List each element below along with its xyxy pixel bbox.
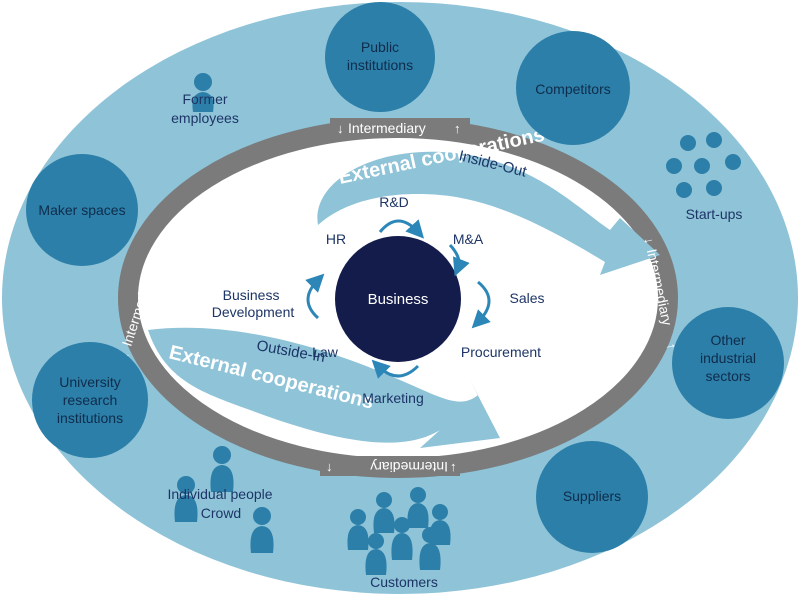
stakeholder-label: Suppliers (563, 488, 621, 504)
function-procurement: Procurement (461, 344, 541, 360)
former-employees-label: Former (182, 91, 227, 107)
function-rnd: R&D (379, 194, 409, 210)
person-icon (347, 509, 369, 550)
intermediary-bottom: ↓ Intermediary ↑ (320, 456, 460, 476)
person-icon (210, 446, 234, 492)
stakeholder-label: University (59, 374, 120, 390)
function-business-development-line2: Development (212, 304, 295, 320)
stakeholder-suppliers: Suppliers (536, 441, 648, 553)
business-label: Business (368, 291, 429, 308)
up-arrow-icon: ↑ (454, 121, 461, 136)
intermediary-top: ↓ Intermediary ↑ (330, 118, 470, 138)
stakeholder-university-research: University research institutions (32, 342, 148, 458)
start-ups-label: Start-ups (686, 206, 743, 222)
up-arrow-icon: ↑ (664, 342, 680, 351)
cycle-arrows (305, 219, 491, 379)
down-arrow-icon: ↓ (641, 236, 657, 245)
stakeholder-label: industrial (700, 350, 756, 366)
cycle-arrow-icon (371, 359, 420, 379)
stakeholder-label: institutions (347, 57, 413, 73)
cycle-arrow-icon (471, 280, 491, 329)
function-hr: HR (326, 231, 346, 247)
stakeholder-label: Other (710, 332, 745, 348)
function-business-development-line1: Business (223, 287, 280, 303)
function-mna: M&A (453, 231, 484, 247)
function-business-development: Business Development (212, 287, 295, 320)
stakeholder-label: institutions (57, 410, 123, 426)
up-arrow-icon: ↑ (450, 459, 457, 474)
startup-cluster-icon (666, 132, 741, 198)
function-law: Law (312, 344, 339, 360)
business-core (335, 236, 461, 362)
stakeholder-label: Public (361, 39, 399, 55)
person-icon (419, 527, 441, 570)
inside-out-arrow (317, 151, 660, 275)
person-icon (192, 73, 214, 112)
function-marketing: Marketing (362, 390, 423, 406)
stakeholder-label: Competitors (535, 81, 610, 97)
person-icon (250, 507, 274, 553)
person-icon (391, 517, 413, 560)
cycle-arrow-icon (378, 219, 425, 239)
former-employees-label: employees (171, 110, 239, 126)
person-icon (373, 492, 395, 533)
customers-label: Customers (370, 574, 438, 590)
outside-in-arrow (148, 327, 500, 448)
up-arrow-icon: ↑ (149, 246, 165, 257)
stakeholder-maker-spaces: Maker spaces (26, 154, 138, 266)
cycle-arrow-icon (305, 273, 325, 320)
person-icon (365, 533, 387, 575)
intermediary-label-top: Intermediary (348, 120, 426, 136)
individual-people-group (174, 446, 274, 553)
crowd-label: Crowd (201, 505, 241, 521)
stakeholder-public-institutions: Public institutions (325, 2, 435, 112)
stakeholder-label: research (63, 392, 117, 408)
stakeholder-other-industrial-sectors: Other industrial sectors (672, 307, 784, 419)
stakeholder-competitors: Competitors (516, 31, 630, 145)
down-arrow-icon: ↓ (337, 121, 344, 136)
cycle-arrow-icon (448, 243, 470, 277)
intermediary-label-bottom: Intermediary (370, 459, 448, 475)
function-sales: Sales (509, 290, 544, 306)
person-icon (407, 487, 429, 528)
stakeholder-label: sectors (705, 368, 750, 384)
down-arrow-icon: ↓ (326, 459, 333, 474)
customers-group (347, 487, 451, 575)
person-icon (174, 476, 198, 522)
stakeholder-label: Maker spaces (38, 202, 125, 218)
individual-people-label: Individual people (167, 486, 272, 502)
